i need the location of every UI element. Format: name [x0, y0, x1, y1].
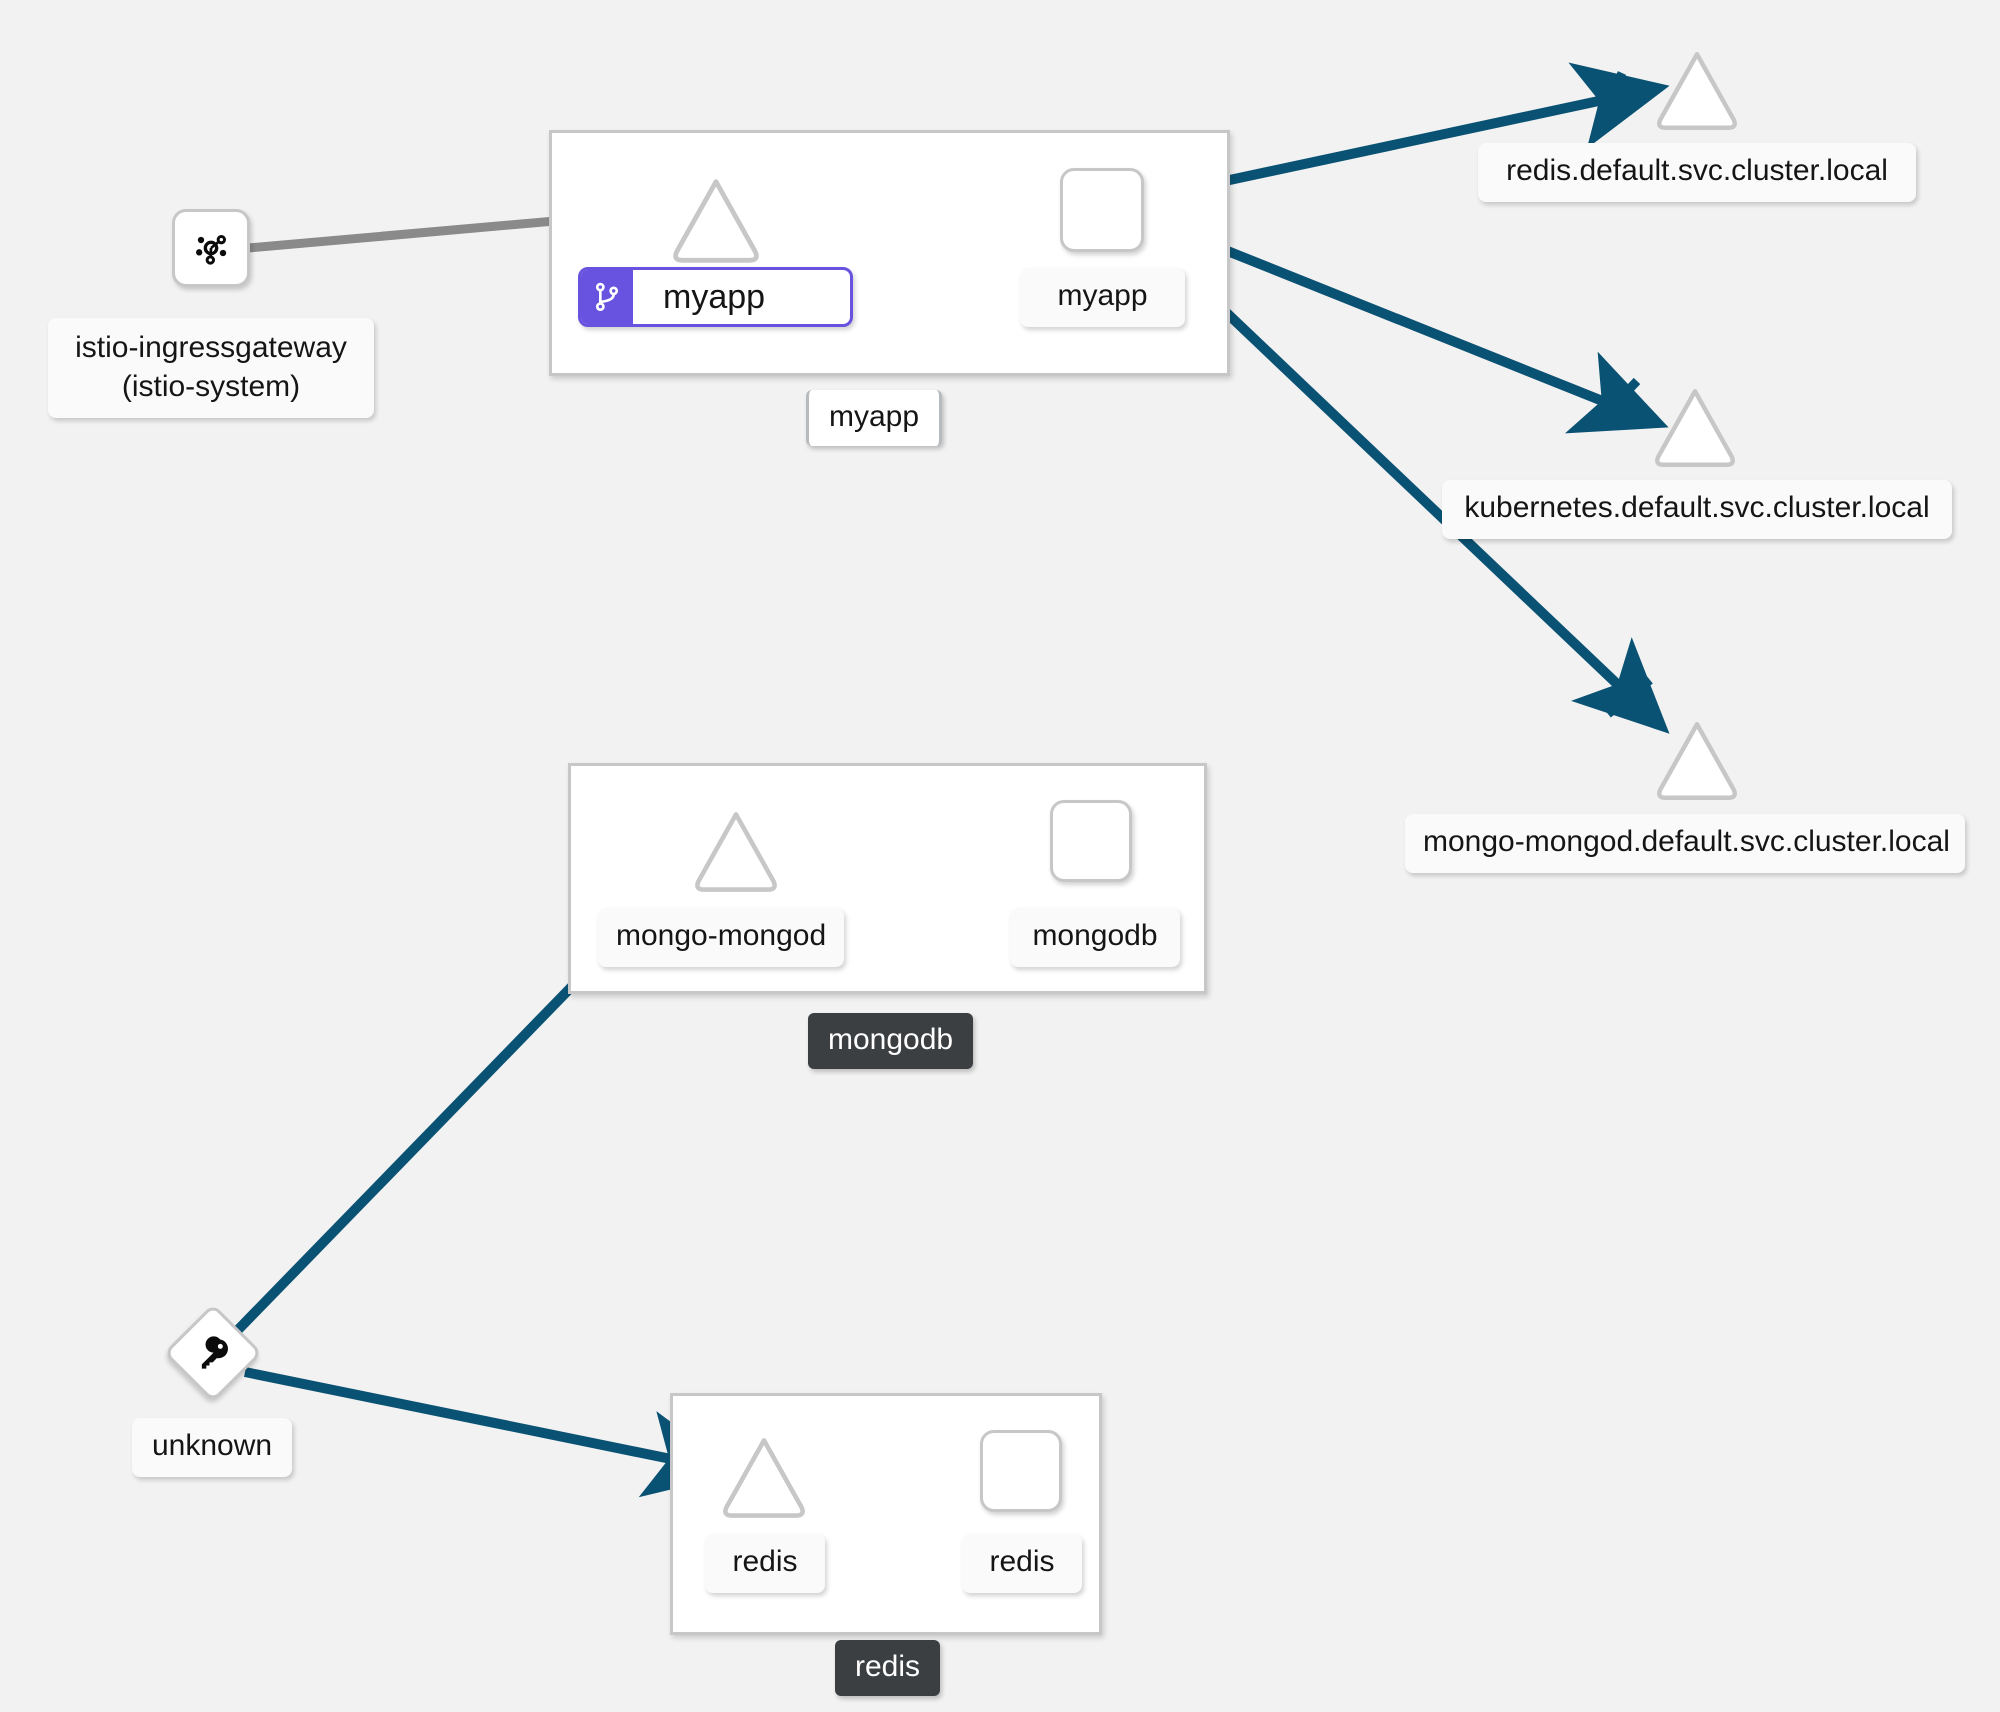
namespace-badge-myapp[interactable]: myapp	[806, 390, 943, 446]
svc-redis-label: redis	[705, 1534, 825, 1593]
wl-myapp-label: myapp	[1020, 268, 1185, 327]
svc-myapp-badge-label: myapp	[663, 277, 766, 316]
namespace-badge-mongodb[interactable]: mongodb	[808, 1013, 974, 1069]
svc-myapp-virtualservice-badge[interactable]: myapp	[578, 267, 853, 327]
edge-unknown-to-svc-redis[interactable]	[243, 1367, 740, 1498]
svc-mongo-mongod-label: mongo-mongod	[598, 908, 844, 967]
wl-mongodb-shape[interactable]	[1050, 800, 1132, 882]
namespace-box-myapp[interactable]	[549, 130, 1230, 376]
svc-kubernetes-external-shape[interactable]	[1650, 385, 1740, 471]
wl-mongodb-label: mongodb	[1010, 908, 1180, 967]
topology-icon	[186, 223, 236, 273]
label-line-2: (istio-system)	[121, 370, 301, 403]
wl-redis-label: redis	[962, 1534, 1082, 1593]
namespace-badge-redis[interactable]: redis	[835, 1640, 941, 1696]
label-line-1: istio-ingressgateway	[75, 331, 347, 364]
svc-redis-external-shape[interactable]	[1652, 48, 1742, 134]
svc-myapp-shape[interactable]	[668, 175, 764, 267]
svc-mongo-external-shape[interactable]	[1652, 718, 1742, 804]
unknown-label: unknown	[132, 1418, 292, 1477]
wl-redis-shape[interactable]	[980, 1430, 1062, 1512]
wl-myapp-shape[interactable]	[1060, 168, 1144, 252]
code-branch-icon	[581, 270, 633, 324]
istio-ingressgateway-label: istio-ingressgateway (istio-system)	[48, 318, 374, 418]
svc-redis-external-label: redis.default.svc.cluster.local	[1478, 143, 1916, 202]
key-icon	[186, 1327, 240, 1381]
svc-kubernetes-external-label: kubernetes.default.svc.cluster.local	[1442, 480, 1952, 539]
svc-redis-shape[interactable]	[718, 1434, 810, 1522]
svc-mongo-mongod-shape[interactable]	[690, 808, 782, 896]
svc-mongo-external-label: mongo-mongod.default.svc.cluster.local	[1405, 814, 1965, 873]
